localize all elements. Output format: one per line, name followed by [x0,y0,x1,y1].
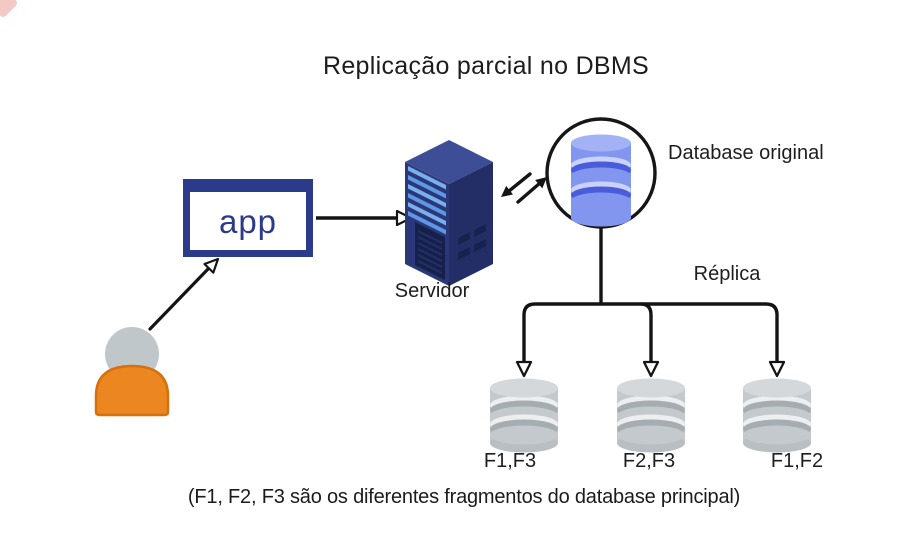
replica-label-2: F2,F3 [622,450,676,472]
user-icon [94,327,170,417]
server-label: Servidor [394,280,470,302]
replica-db-icon [743,378,811,453]
fragments-caption: (F1, F2, F3 são os diferentes fragmentos… [187,486,741,508]
replica-db-icon [490,378,558,453]
app-to-server-arrow [316,209,413,227]
replica-label-1: F1,F3 [483,450,537,472]
replica-label-3: F1,F2 [770,450,824,472]
server-led-stripes [408,166,446,235]
original-database-icon [545,117,657,229]
replica-arrowheads [515,360,786,378]
server-door-ridges [417,230,443,274]
corner-artifact [0,0,19,19]
app-node-label: app [218,202,278,240]
replica-db-icon [617,378,685,453]
replica-edge-label: Réplica [693,263,761,285]
user-to-app-arrow [148,257,220,331]
server-icon [405,140,493,286]
app-node: app [183,179,313,257]
blue-cylinder-stack [571,134,631,227]
diagram-title: Replicação parcial no DBMS [322,52,650,80]
db-to-replicas-branches [522,227,779,362]
server-vents [458,224,486,260]
original-database-label: Database original [668,142,824,164]
